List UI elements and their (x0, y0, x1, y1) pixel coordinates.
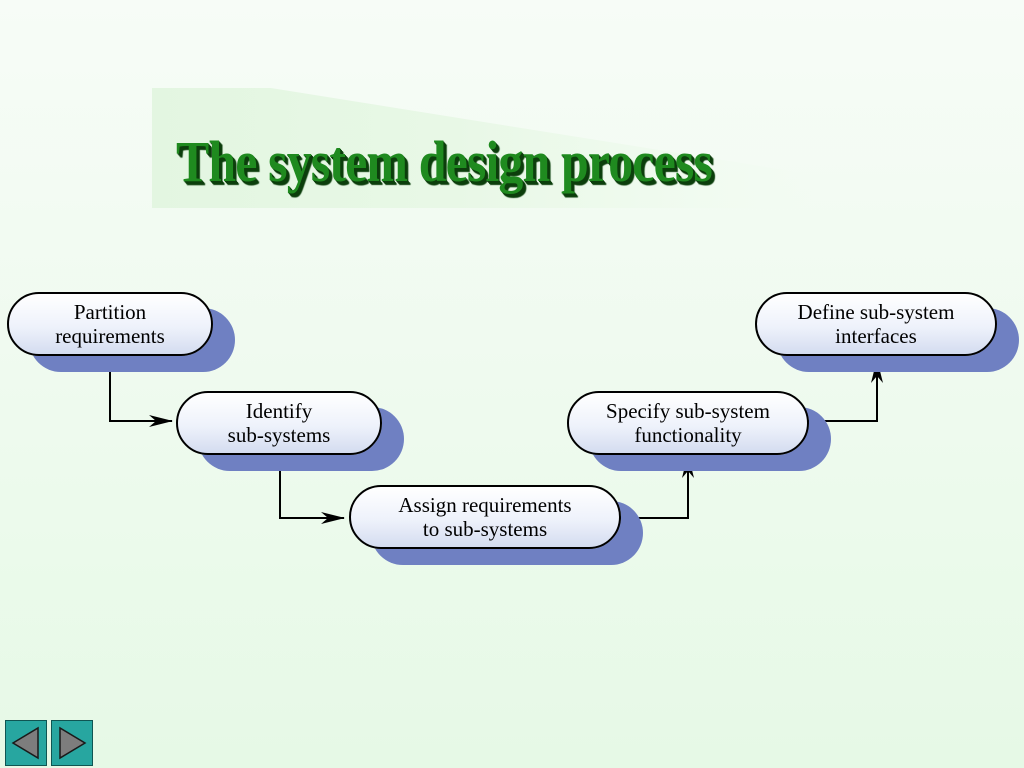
slide-title: The system design process (176, 129, 713, 194)
node-label-line-1: Specify sub-system (606, 399, 770, 423)
node-define-sub-system-interfaces: Define sub-system interfaces (755, 292, 997, 356)
node-identify-sub-systems: Identify sub-systems (176, 391, 382, 455)
node-label-line-1: Assign requirements (398, 493, 572, 517)
node-assign-requirements: Assign requirements to sub-systems (349, 485, 621, 549)
node-label-line-1: Partition (73, 300, 147, 324)
next-slide-button[interactable] (51, 720, 93, 766)
node-label-line-2: functionality (634, 423, 742, 447)
connector-identify-assign (274, 432, 345, 524)
node-label-line-2: requirements (55, 324, 165, 348)
triangle-right-icon (59, 726, 87, 760)
triangle-left-icon (11, 726, 39, 760)
node-specify-sub-system-functionality: Specify sub-system functionality (567, 391, 809, 455)
node-label-line-2: sub-systems (227, 423, 331, 447)
connector-partition-identify (104, 339, 173, 427)
previous-slide-button[interactable] (5, 720, 47, 766)
node-label-line-2: interfaces (835, 324, 917, 348)
node-label-line-1: Define sub-system (797, 300, 955, 324)
node-label-line-1: Identify (245, 399, 313, 423)
node-partition-requirements: Partition requirements (7, 292, 213, 356)
node-label-line-2: to sub-systems (422, 517, 548, 541)
connector-specify-define (788, 359, 883, 427)
connector-assign-specify (603, 454, 694, 524)
